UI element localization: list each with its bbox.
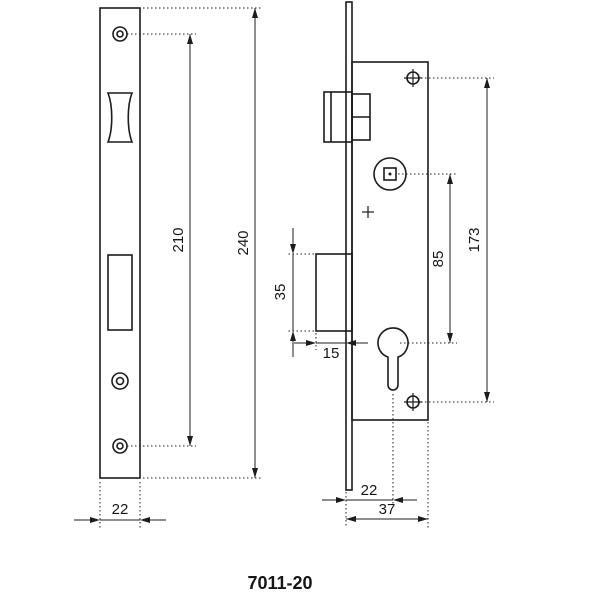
dim-hole-spacing	[187, 34, 193, 446]
dim-case-depth-label: 37	[379, 501, 396, 518]
dim-deadbolt-height-label: 35	[272, 284, 289, 301]
dim-plate-width	[74, 517, 166, 523]
euro-cylinder-hole	[377, 327, 409, 391]
fixing-cross-mark	[362, 206, 374, 218]
faceplate-edge	[345, 1, 353, 491]
dim-fixing-spacing	[484, 78, 490, 402]
screw-hole-top	[112, 26, 128, 42]
dim-deadbolt-height	[290, 228, 296, 357]
deadbolt-cutout	[107, 254, 133, 331]
dim-plate-width-label: 22	[112, 501, 129, 518]
dimension-annotations	[74, 7, 494, 528]
latch-cutout	[106, 92, 134, 143]
strike-plate-outline	[99, 7, 141, 479]
deadbolt	[315, 253, 353, 332]
lock-case-view	[315, 1, 429, 491]
dim-overall-height-label: 240	[235, 230, 252, 255]
dim-fixing-spacing-label: 173	[466, 227, 483, 252]
dim-backset-label: 22	[361, 482, 378, 499]
spindle-hub	[373, 157, 407, 191]
dim-backset	[322, 497, 417, 503]
model-number-title: 7011-20	[247, 573, 312, 593]
dim-case-depth	[346, 516, 428, 522]
dimension-labels: 210 240 22 35 15 85 173 22 37	[112, 227, 483, 518]
case-screw-hole-bottom	[404, 393, 422, 411]
dim-centre-distance	[447, 174, 453, 343]
dim-overall-height	[252, 8, 258, 478]
dim-hole-spacing-label: 210	[170, 227, 187, 252]
latch-bolt	[323, 91, 371, 143]
dim-deadbolt-projection	[294, 340, 368, 346]
ring-hole	[111, 372, 129, 390]
dim-deadbolt-projection-label: 15	[323, 345, 340, 362]
strike-plate-view	[99, 7, 141, 479]
extension-lines	[99, 7, 494, 528]
case-screw-hole-top	[404, 69, 422, 87]
screw-hole-bottom	[112, 438, 128, 454]
dim-centre-distance-label: 85	[430, 251, 447, 268]
lock-case-outline	[351, 61, 429, 421]
